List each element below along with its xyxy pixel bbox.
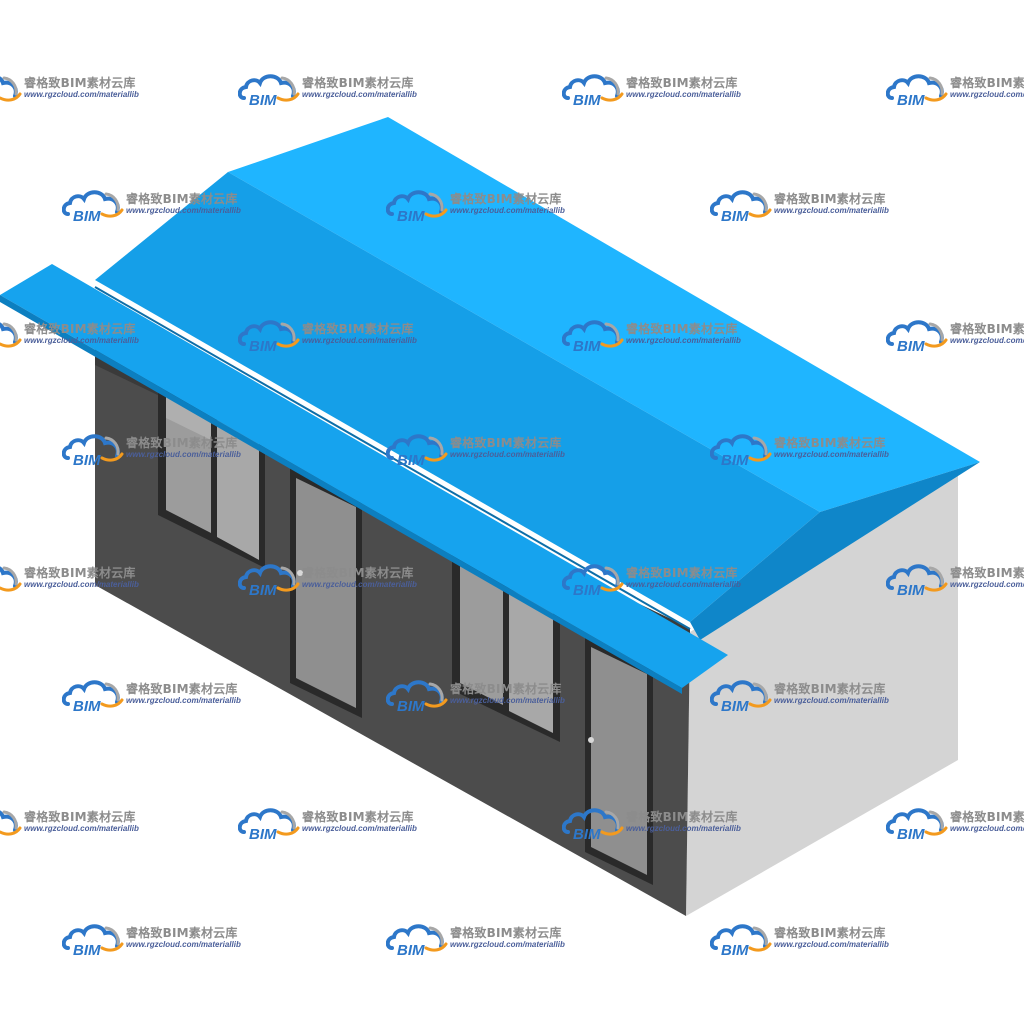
front-canopy-edge <box>0 295 682 694</box>
door-right <box>585 637 653 885</box>
front-canopy <box>0 264 728 688</box>
door-left <box>290 468 362 718</box>
roof-front-slope <box>95 172 820 622</box>
roof-gable-edge <box>690 462 980 640</box>
